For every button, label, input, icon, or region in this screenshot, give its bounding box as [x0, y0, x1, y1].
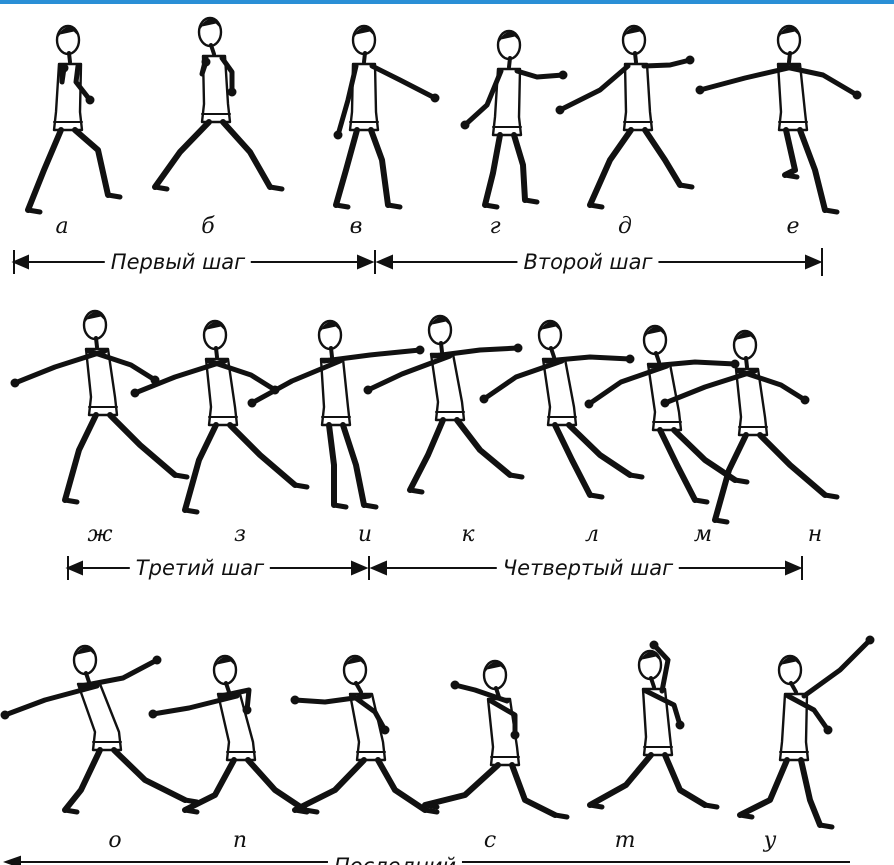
phase-label-first-step: Первый шаг — [105, 250, 251, 274]
phase-label-fourth-step: Четвертый шаг — [497, 556, 679, 580]
phase-label-second-step: Второй шаг — [517, 250, 658, 274]
phase-label-third-step: Третий шаг — [130, 556, 270, 580]
phase-label-final: Последний — [328, 854, 462, 865]
